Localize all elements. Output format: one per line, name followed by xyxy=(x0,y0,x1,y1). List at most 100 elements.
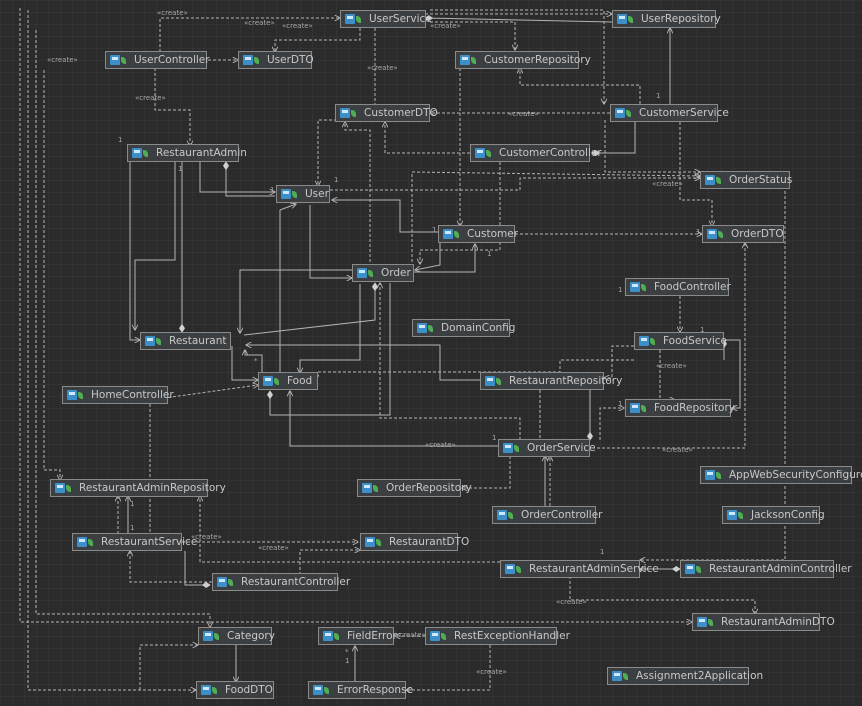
class-restaurant-repository[interactable]: RestaurantRepository xyxy=(480,372,622,390)
java-class-icon xyxy=(67,389,85,401)
edge-left-restaurantadminrepository xyxy=(43,70,60,480)
class-assignment2-application[interactable]: Assignment2Application xyxy=(607,667,763,685)
edge-customerservice-orderdto xyxy=(679,122,712,226)
create-label: «create» xyxy=(508,110,539,118)
class-name: UserController xyxy=(134,54,210,66)
class-user-dto[interactable]: UserDTO xyxy=(238,51,314,69)
edge-orderservice-orderrepository xyxy=(462,456,511,488)
class-restaurant-admin-dto[interactable]: RestaurantAdminDTO xyxy=(692,613,835,631)
class-name: FieldError xyxy=(347,630,397,642)
java-class-icon xyxy=(357,267,375,279)
edge-fooddto-category xyxy=(139,645,198,690)
create-label: «create» xyxy=(652,180,683,188)
class-name: ErrorResponse xyxy=(337,684,414,696)
create-label: «create» xyxy=(157,9,188,17)
multiplicity-label: 1 xyxy=(696,228,701,236)
create-label: «create» xyxy=(425,441,456,449)
class-rest-exception-handler[interactable]: RestExceptionHandler xyxy=(425,627,570,645)
create-label: «create» xyxy=(656,362,687,370)
class-restaurant-service[interactable]: RestaurantService xyxy=(72,533,197,551)
class-food[interactable]: Food xyxy=(258,372,318,390)
java-class-icon xyxy=(55,482,73,494)
class-food-controller[interactable]: FoodController xyxy=(625,278,731,296)
create-label: «create» xyxy=(47,56,78,64)
class-name: Category xyxy=(227,630,275,642)
class-name: RestaurantRepository xyxy=(509,375,623,387)
java-class-icon xyxy=(217,576,235,588)
java-class-icon xyxy=(323,630,341,642)
java-class-icon xyxy=(345,13,363,25)
java-class-icon xyxy=(145,335,163,347)
class-customer-controller[interactable]: CustomerController xyxy=(470,144,602,162)
edge-orderservice-foodrepository xyxy=(599,408,624,440)
class-user-service[interactable]: UserService xyxy=(340,10,432,28)
edge-food-user xyxy=(279,204,296,373)
class-name: Food xyxy=(287,375,313,387)
class-order-status[interactable]: OrderStatus xyxy=(700,171,792,189)
java-class-icon xyxy=(503,442,521,454)
multiplicity-label: 1 xyxy=(618,286,623,294)
java-class-icon xyxy=(697,616,715,628)
class-food-service[interactable]: FoodService xyxy=(634,332,727,350)
class-order-controller[interactable]: OrderController xyxy=(492,506,603,524)
class-name: FoodRepository xyxy=(654,402,736,414)
multiplicity-label: 1 xyxy=(656,92,661,100)
java-class-icon xyxy=(617,13,635,25)
class-restaurant-dto[interactable]: RestaurantDTO xyxy=(360,533,469,551)
java-class-icon xyxy=(362,482,380,494)
java-class-icon xyxy=(485,375,503,387)
class-order-dto[interactable]: OrderDTO xyxy=(702,225,784,243)
class-restaurant-admin-controller[interactable]: RestaurantAdminController xyxy=(680,560,852,578)
class-customer-repository[interactable]: CustomerRepository xyxy=(455,51,591,69)
class-error-response[interactable]: ErrorResponse xyxy=(308,681,413,699)
class-user-controller[interactable]: UserController xyxy=(105,51,210,69)
edge-customer-order xyxy=(415,240,441,270)
class-customer-dto[interactable]: CustomerDTO xyxy=(335,104,438,122)
class-food-dto[interactable]: FoodDTO xyxy=(196,681,274,699)
class-field-error[interactable]: FieldError xyxy=(318,627,397,645)
class-customer[interactable]: Customer xyxy=(438,225,518,243)
create-label: «create» xyxy=(367,64,398,72)
multiplicity-label: 1 xyxy=(130,500,135,508)
create-label: «create» xyxy=(476,668,507,676)
java-class-icon xyxy=(505,563,523,575)
comp-restaurantcontroller-service xyxy=(184,551,211,588)
class-domain-config[interactable]: DomainConfig xyxy=(412,319,515,337)
java-class-icon xyxy=(201,684,219,696)
class-name: FoodDTO xyxy=(225,684,273,696)
class-user-repository[interactable]: UserRepository xyxy=(612,10,721,28)
class-name: Order xyxy=(381,267,411,279)
class-food-repository[interactable]: FoodRepository xyxy=(625,399,735,417)
class-name: CustomerRepository xyxy=(484,54,591,66)
java-class-icon xyxy=(497,509,515,521)
edge-orderservice-food xyxy=(290,391,498,447)
edge-restexceptionhandler-errorresponse xyxy=(406,645,491,690)
class-name: RestaurantAdmin xyxy=(156,147,247,159)
class-restaurant-admin-service[interactable]: RestaurantAdminService xyxy=(500,560,659,578)
class-app-web-security-configurer[interactable]: AppWebSecurityConfigurer xyxy=(700,466,862,484)
class-category[interactable]: Category xyxy=(198,627,275,645)
multiplicity-label: 1 xyxy=(700,326,705,334)
class-home-controller[interactable]: HomeController xyxy=(62,386,174,404)
multiplicity-label: 1 xyxy=(492,434,497,442)
class-jackson-config[interactable]: JacksonConfig xyxy=(722,506,825,524)
create-label: «create» xyxy=(395,631,426,639)
class-restaurant[interactable]: Restaurant xyxy=(140,332,231,350)
class-restaurant-admin-repository[interactable]: RestaurantAdminRepository xyxy=(50,479,226,497)
class-order[interactable]: Order xyxy=(352,264,414,282)
multiplicity-label: * xyxy=(254,357,258,365)
edge-user-orderstatus xyxy=(330,178,700,191)
class-order-service[interactable]: OrderService xyxy=(498,439,596,457)
class-restaurant-admin[interactable]: RestaurantAdmin xyxy=(127,144,247,162)
multiplicity-label: 1 xyxy=(432,226,437,234)
java-class-icon xyxy=(639,335,657,347)
class-user[interactable]: User xyxy=(276,185,330,203)
edge-customerservice-orderstatus xyxy=(604,120,700,172)
class-order-repository[interactable]: OrderRepository xyxy=(357,479,472,497)
edge-userservice-customerservice xyxy=(430,9,604,104)
edge-userservice-userdto xyxy=(275,28,361,52)
class-customer-service[interactable]: CustomerService xyxy=(610,104,729,122)
class-restaurant-controller[interactable]: RestaurantController xyxy=(212,573,350,591)
edge-restaurantadminservice-restaurantadmindto xyxy=(569,576,755,614)
